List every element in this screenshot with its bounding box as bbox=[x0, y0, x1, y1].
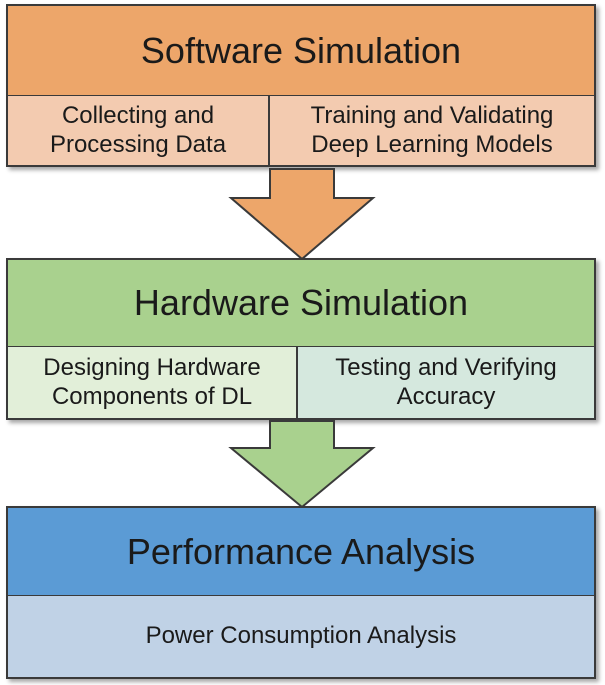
training-validating-models-step: Training and Validating Deep Learning Mo… bbox=[270, 96, 594, 165]
performance-analysis-block: Performance Analysis Power Consumption A… bbox=[6, 506, 596, 679]
software-simulation-block: Software Simulation Collecting and Proce… bbox=[6, 4, 596, 167]
collecting-processing-data-step: Collecting and Processing Data bbox=[8, 96, 270, 165]
down-arrow-1-shape bbox=[228, 168, 376, 261]
designing-hardware-components-step: Designing Hardware Components of DL bbox=[8, 347, 298, 418]
performance-analysis-title: Performance Analysis bbox=[8, 508, 594, 596]
down-arrow-1-icon bbox=[228, 168, 376, 261]
down-arrow-2-shape bbox=[228, 420, 376, 509]
software-simulation-title: Software Simulation bbox=[8, 6, 594, 96]
power-consumption-analysis-step: Power Consumption Analysis bbox=[8, 596, 594, 677]
hardware-simulation-title: Hardware Simulation bbox=[8, 260, 594, 347]
testing-verifying-accuracy-step: Testing and Verifying Accuracy bbox=[298, 347, 594, 418]
hardware-simulation-block: Hardware Simulation Designing Hardware C… bbox=[6, 258, 596, 420]
down-arrow-2-icon bbox=[228, 420, 376, 509]
